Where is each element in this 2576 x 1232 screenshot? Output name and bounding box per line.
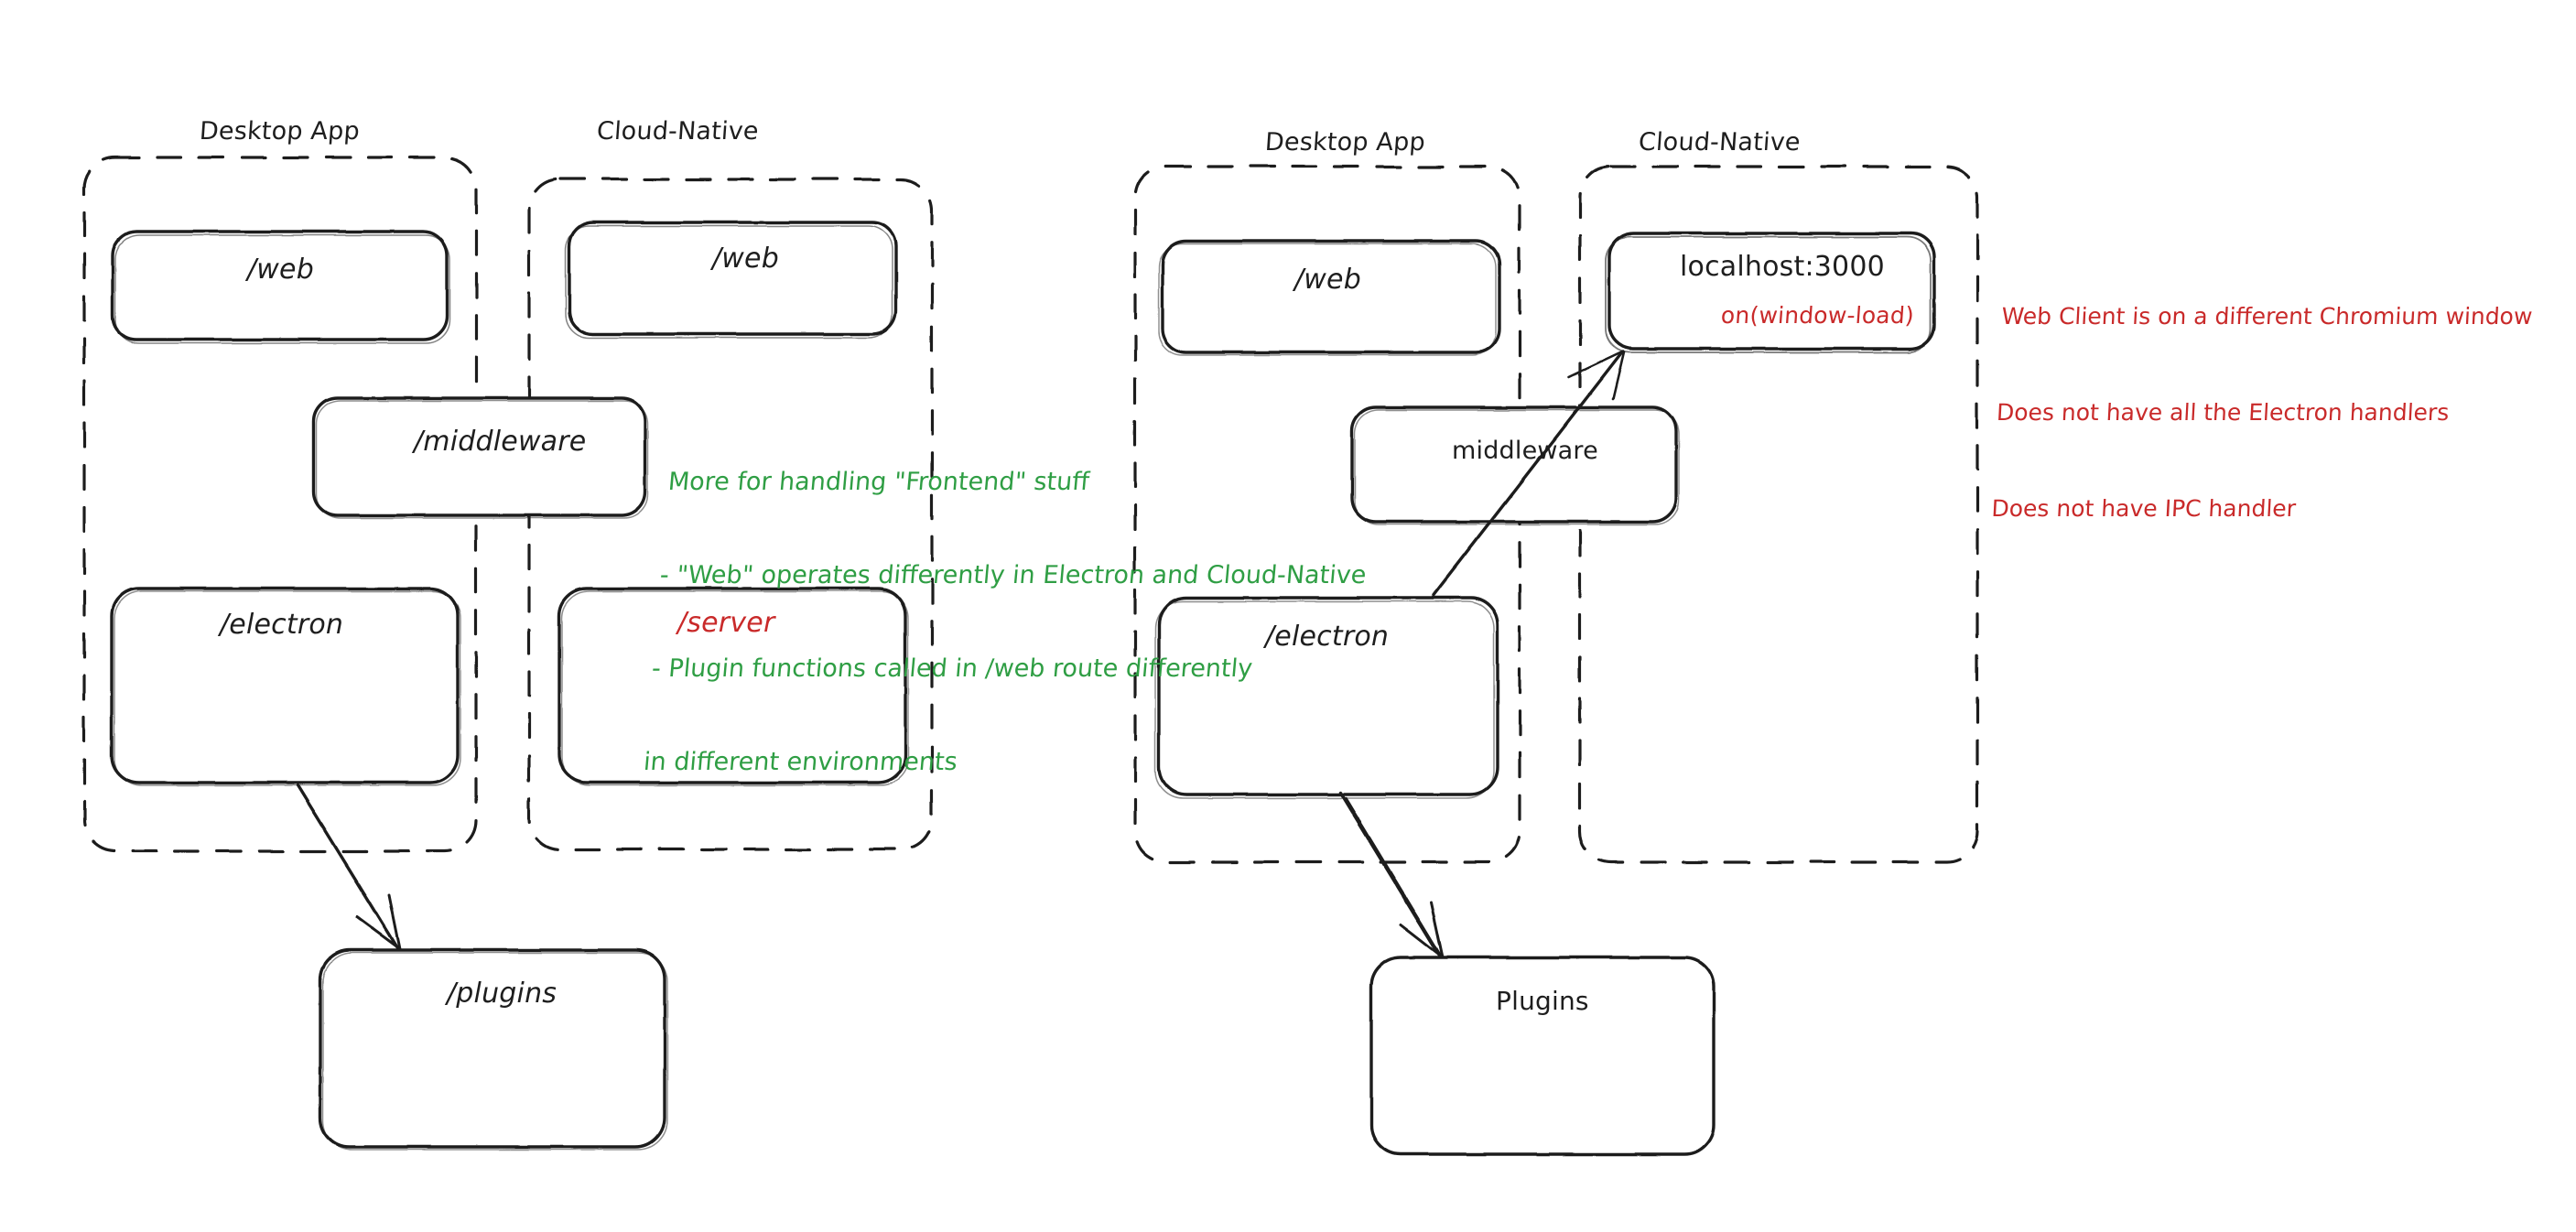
right-localhost-node[interactable]	[1605, 232, 1936, 353]
left-electron-node[interactable]	[110, 587, 461, 786]
right-plugins-node[interactable]	[1369, 956, 1716, 1156]
right-electron-to-plugins-arrow	[1338, 791, 1445, 959]
left-server-node[interactable]	[557, 587, 909, 786]
middleware-note: More for handling "Frontend" stuff - "We…	[640, 405, 1381, 809]
right-desktop-web-node[interactable]	[1158, 239, 1501, 356]
left-desktop-web-node[interactable]	[111, 230, 450, 344]
left-desktop-web-label: /web	[247, 254, 314, 286]
left-middleware-label: /middleware	[414, 426, 587, 458]
middleware-note-line-1: More for handling "Frontend" stuff	[666, 468, 1091, 496]
left-cloud-web-label: /web	[712, 243, 779, 275]
right-localhost-sublabel: on(window-load)	[1719, 302, 1915, 329]
right-electron-label: /electron	[1265, 621, 1390, 653]
left-middleware-node[interactable]	[312, 396, 649, 519]
right-middleware-node[interactable]	[1350, 405, 1680, 525]
left-desktop-app-group-label: Desktop App	[198, 117, 361, 146]
web-client-note-line-2: Does not have all the Electron handlers	[1996, 399, 2451, 426]
left-server-label: /server	[677, 607, 775, 639]
middleware-note-line-4: in different environments	[642, 748, 959, 776]
left-electron-to-plugins-arrow	[296, 784, 402, 951]
left-cloud-native-group-label: Cloud-Native	[595, 117, 760, 146]
right-electron-to-localhost-arrow	[1432, 350, 1626, 597]
left-plugins-label: /plugins	[447, 978, 557, 1010]
middleware-note-line-3: - Plugin functions called in /web route …	[650, 654, 1254, 683]
left-electron-label: /electron	[220, 609, 344, 641]
right-cloud-native-group-label: Cloud-Native	[1637, 128, 1802, 157]
right-plugins-label: Plugins	[1496, 986, 1589, 1016]
web-client-note-line-3: Does not have IPC handler	[1990, 495, 2297, 522]
web-client-note-line-1: Web Client is on a different Chromium wi…	[2000, 303, 2534, 330]
right-desktop-app-group-label: Desktop App	[1263, 128, 1426, 157]
right-middleware-label: middleware	[1452, 437, 1598, 465]
right-electron-node[interactable]	[1154, 596, 1499, 799]
middleware-note-line-2: - "Web" operates differently in Electron…	[658, 561, 1368, 589]
web-client-note: Web Client is on a different Chromium wi…	[1989, 236, 2537, 557]
right-desktop-web-label: /web	[1294, 264, 1361, 296]
right-localhost-label: localhost:3000	[1680, 251, 1885, 283]
left-cloud-web-node[interactable]	[565, 221, 898, 339]
right-cloud-native-group	[1578, 165, 1979, 864]
left-plugins-node[interactable]	[319, 948, 668, 1151]
